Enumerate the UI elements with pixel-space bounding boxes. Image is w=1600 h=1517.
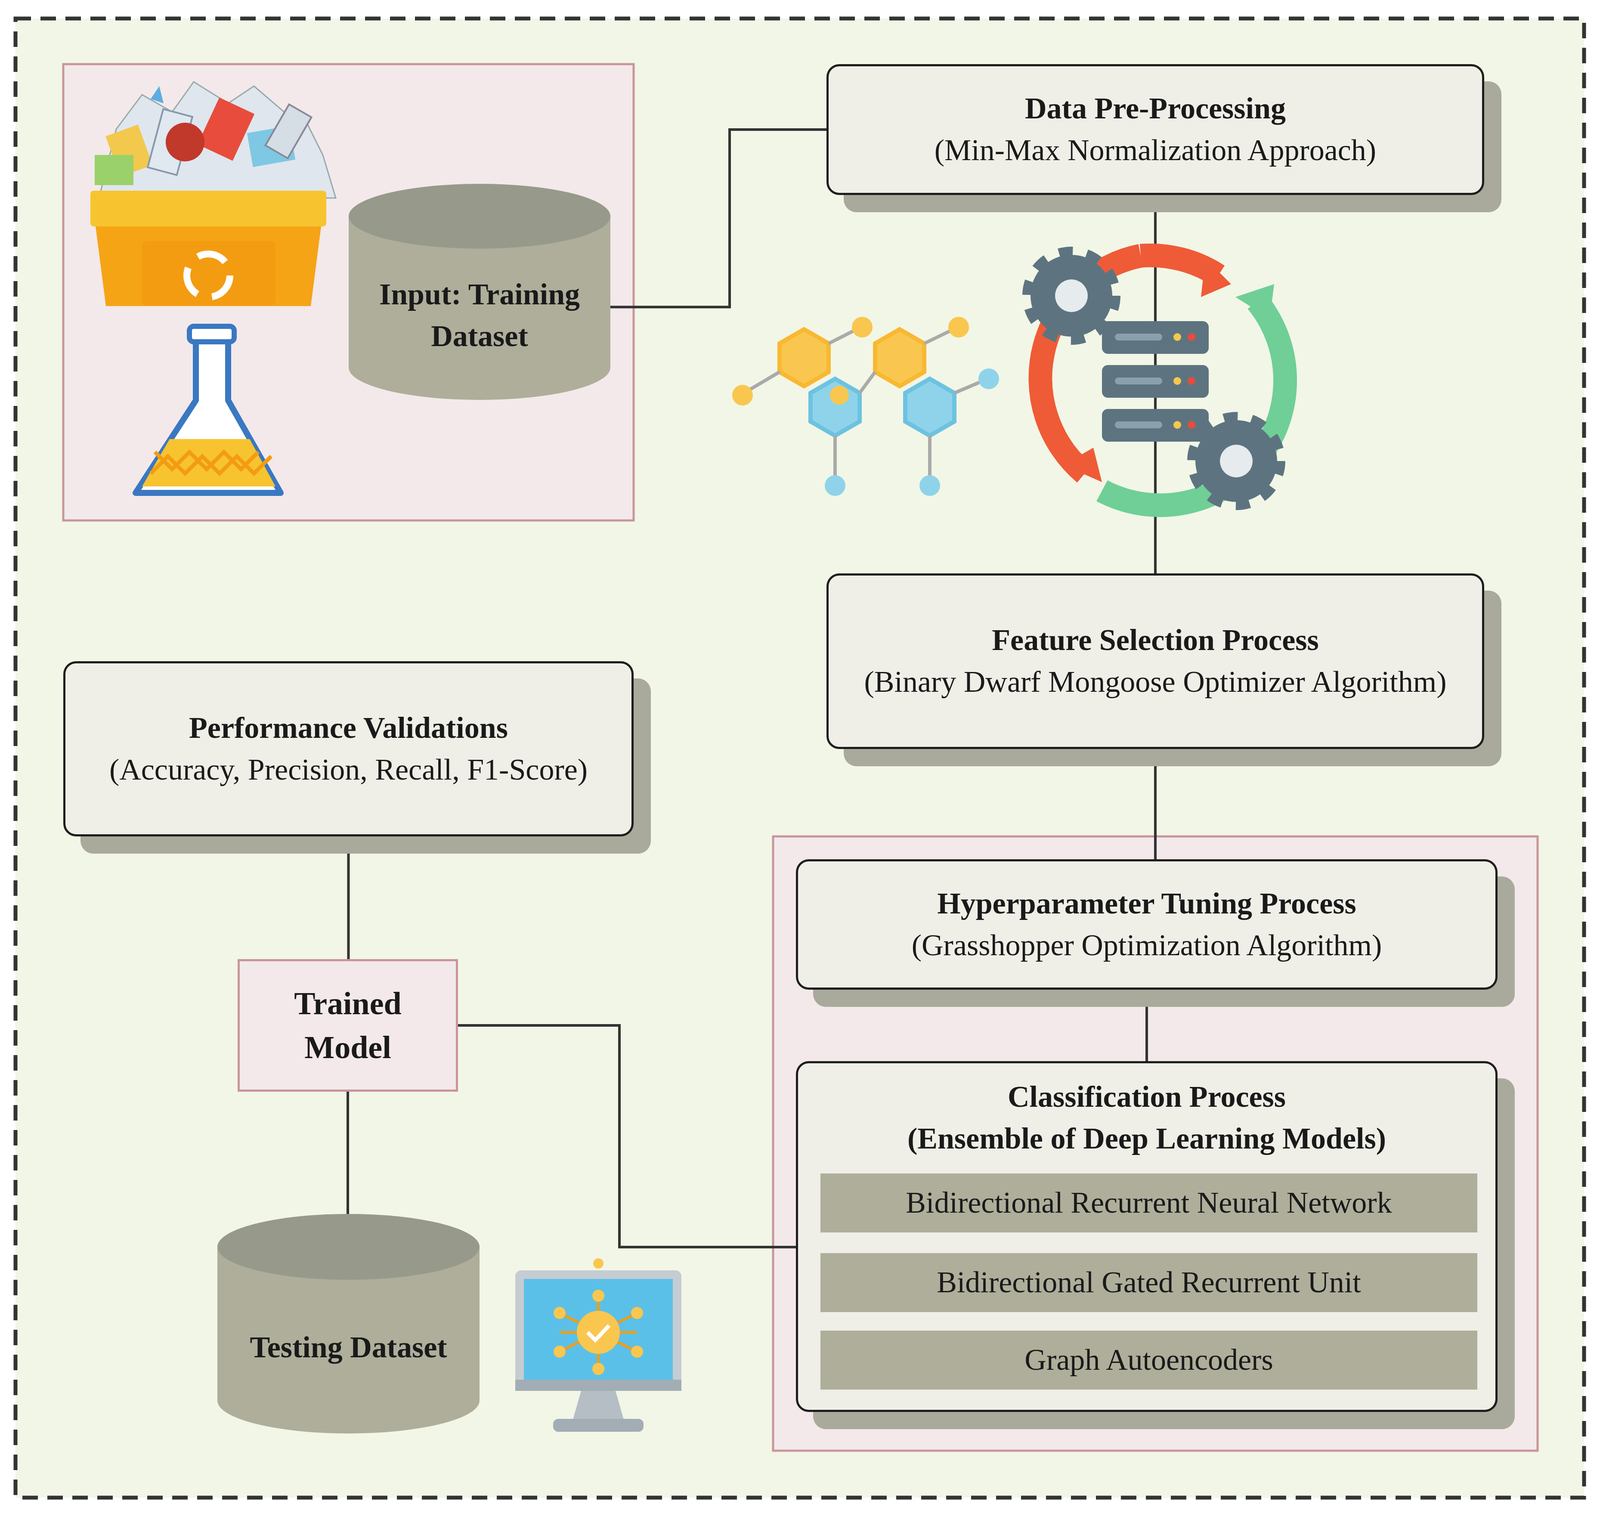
model-band: Graph Autoencoders	[820, 1330, 1478, 1390]
node-subtitle: (Binary Dwarf Mongoose Optimizer Algorit…	[863, 661, 1447, 703]
cylinder-shape	[217, 1213, 480, 1434]
input-panel	[63, 64, 634, 521]
process-box: Feature Selection Process(Binary Dwarf M…	[826, 573, 1485, 749]
node-subtitle: (Min-Max Normalization Approach)	[934, 129, 1377, 172]
node-subtitle: (Grasshopper Optimization Algorithm)	[911, 924, 1383, 967]
node-title: Classification Process	[1007, 1076, 1286, 1118]
flow-arrow	[1145, 989, 1149, 1062]
trash-bin-icon	[90, 81, 336, 307]
molecule-icon	[732, 316, 1000, 496]
monitor-icon	[515, 1258, 682, 1432]
model-panel	[773, 836, 1538, 1451]
outer-frame	[15, 18, 1585, 1498]
node-title: Input: Training Dataset	[361, 273, 598, 357]
node-title: Data Pre-Processing	[1024, 87, 1286, 130]
node-title: Trained Model	[248, 981, 448, 1070]
flow-arrow	[610, 129, 827, 307]
flow-arrow	[1154, 748, 1157, 860]
dataset-cylinder: Testing Dataset	[217, 1213, 480, 1434]
node-title: Performance Validations	[188, 707, 508, 749]
node-title: Bidirectional Recurrent Neural Network	[905, 1182, 1392, 1224]
flask-icon	[135, 326, 281, 493]
process-box: Classification Process(Ensemble of Deep …	[795, 1061, 1498, 1412]
node-subtitle: (Ensemble of Deep Learning Models)	[907, 1117, 1387, 1160]
node-subtitle: (Accuracy, Precision, Recall, F1-Score)	[109, 748, 588, 791]
flow-arrow	[346, 1091, 350, 1214]
process-box: Data Pre-Processing(Min-Max Normalizatio…	[826, 64, 1485, 195]
model-band: Bidirectional Recurrent Neural Network	[820, 1173, 1478, 1233]
node-title: Feature Selection Process	[991, 619, 1319, 662]
server-cycle-icon	[1030, 254, 1286, 506]
flow-arrow	[347, 836, 350, 960]
node-title: Graph Autoencoders	[1024, 1339, 1273, 1381]
dataset-cylinder: Input: Training Dataset	[348, 183, 611, 400]
process-box: Performance Validations(Accuracy, Precis…	[63, 661, 634, 837]
node-title: Bidirectional Gated Recurrent Unit	[936, 1261, 1362, 1304]
flow-arrow	[458, 1025, 796, 1248]
node-title: Hyperparameter Tuning Process	[937, 882, 1357, 925]
model-band: Bidirectional Gated Recurrent Unit	[820, 1253, 1478, 1313]
process-box: Hyperparameter Tuning Process(Grasshoppe…	[795, 859, 1498, 990]
node-title: Testing Dataset	[249, 1326, 447, 1369]
model-box: Trained Model	[237, 959, 459, 1092]
